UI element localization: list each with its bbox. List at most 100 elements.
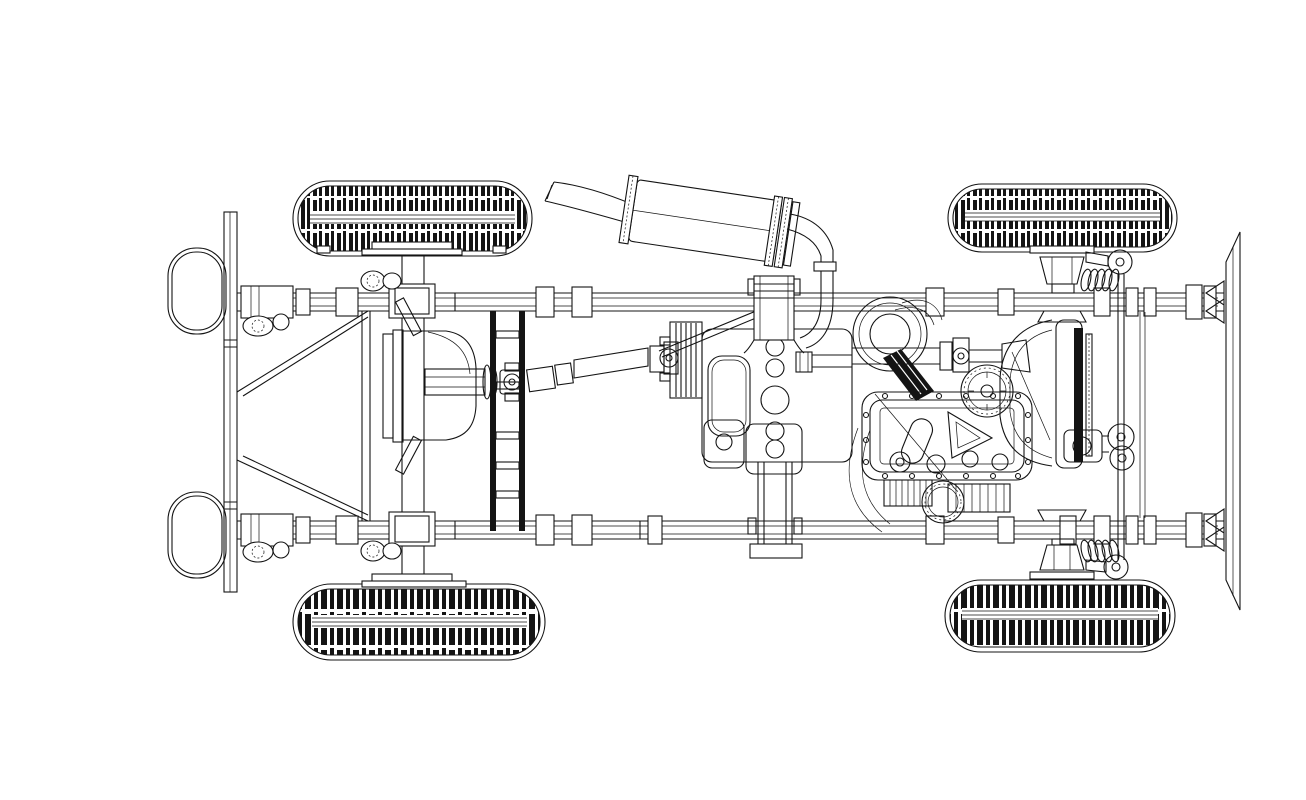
rear-bumper-plate xyxy=(1225,231,1241,611)
driveshaft-collar xyxy=(525,365,557,393)
engine-support-tab xyxy=(747,517,757,535)
engine-support-leg xyxy=(757,462,793,544)
manifold-port xyxy=(765,439,785,459)
trailing-arm xyxy=(1085,251,1109,267)
bushing-eye xyxy=(1115,257,1125,267)
rail-collar xyxy=(997,288,1015,316)
pan-bolt xyxy=(862,458,870,466)
air-cleaner-cap xyxy=(869,313,911,355)
u-joint-rear xyxy=(957,352,965,360)
rail-collar xyxy=(295,516,311,544)
timing-gear xyxy=(960,364,1014,418)
rear-axle-housing xyxy=(999,319,1053,467)
valve-cover xyxy=(707,355,751,437)
rail-collar xyxy=(335,287,359,317)
shackle-bolt-hatch xyxy=(366,274,380,288)
ladder-rung xyxy=(495,330,520,339)
rail-collar xyxy=(1125,515,1139,545)
coil-spring-coil xyxy=(1080,539,1092,563)
ladder-crossmember-bar xyxy=(519,311,525,531)
shaft-flange xyxy=(482,364,492,400)
u-joint-cap xyxy=(659,336,671,346)
u-joint-engine xyxy=(665,354,673,362)
manifold-port xyxy=(765,337,785,357)
engine-support-tab xyxy=(793,517,803,535)
steering-boot xyxy=(883,349,934,401)
u-joint-rear xyxy=(952,337,970,373)
ladder-rung xyxy=(495,490,520,499)
u-joint-cap xyxy=(504,392,520,402)
pan-rib-lines xyxy=(889,480,927,506)
engine-block xyxy=(701,328,853,463)
pan-bolt xyxy=(962,472,970,480)
spring-shackle-nut xyxy=(242,541,274,563)
rear-axle-brace xyxy=(1011,351,1051,441)
rail-collar xyxy=(925,515,945,545)
drawing-shapes xyxy=(167,174,1241,661)
link-bracket-hole xyxy=(1072,436,1092,456)
hub-plate-rear-bottom xyxy=(1029,571,1095,580)
valve-cover-inner xyxy=(711,359,747,433)
u-joint-cap xyxy=(504,362,520,372)
frame-end-bracket-lines xyxy=(250,286,260,318)
brake-drum-band xyxy=(1074,328,1083,462)
tailpipe xyxy=(544,181,635,224)
rail-crush-rib xyxy=(1185,512,1203,548)
engine-mount-bracket xyxy=(703,419,745,469)
rear-hub-flare xyxy=(1037,509,1087,522)
coil-spring-coil xyxy=(1101,268,1113,292)
engine-output-shaft xyxy=(812,354,852,368)
u-joint-front xyxy=(503,373,521,391)
ladder-rung xyxy=(495,431,520,440)
rail-ticks xyxy=(454,293,641,539)
rail-collar xyxy=(571,286,593,318)
muffler-axis xyxy=(632,209,778,233)
frame-end-bracket xyxy=(240,513,294,547)
shock-rods xyxy=(1117,274,1125,560)
coil-spring-coil xyxy=(1101,539,1113,563)
bushing-eye xyxy=(1111,562,1121,572)
pan-drain xyxy=(889,451,911,473)
frame-end-bracket xyxy=(240,285,294,319)
rail-collar xyxy=(335,515,359,545)
pan-bolt xyxy=(881,392,889,400)
pan-bolt xyxy=(1024,411,1032,419)
rail-collar xyxy=(997,516,1015,544)
frame-rail-top xyxy=(236,292,1224,312)
exhaust-downpipe-lines xyxy=(759,276,789,340)
pan-boss xyxy=(961,450,979,468)
manifold-port xyxy=(760,385,790,415)
oil-pan-floor xyxy=(879,407,1015,465)
exhaust-outlet-flange xyxy=(927,486,959,518)
bumper-guard-oval-inner xyxy=(171,495,223,575)
coil-spring-coil xyxy=(1094,539,1106,563)
rear-hub-lines xyxy=(1053,545,1071,570)
exhaust-outlet-flange xyxy=(921,480,965,524)
spring-shackle-nut-hatch xyxy=(251,545,265,559)
panhard-rods xyxy=(1139,312,1146,518)
shackle-bolt xyxy=(360,540,386,562)
coil-spring-coil xyxy=(1108,539,1120,563)
tire-rear-right-rib-lines xyxy=(962,610,1158,620)
exhaust-outlet-pipe xyxy=(786,213,834,300)
axle-clamp-plate xyxy=(388,511,436,547)
pan-boss xyxy=(991,453,1009,471)
downpipe-clamps xyxy=(754,283,794,299)
driveshaft-collar xyxy=(554,362,574,386)
tire-front-left-rib-band xyxy=(310,211,515,224)
coil-spring-coil xyxy=(1087,539,1099,563)
manifold-port xyxy=(765,358,785,378)
bushing-eye xyxy=(1107,423,1135,451)
front-v-brace xyxy=(236,310,371,522)
rail-collar xyxy=(1143,287,1157,317)
timing-gear-hub xyxy=(980,384,994,398)
tire-rear-left-top-rib-lines xyxy=(965,212,1160,222)
pan-bolt xyxy=(989,392,997,400)
exhaust-outlet-flange-ribs xyxy=(924,483,962,521)
spring-shackle-nut xyxy=(272,541,290,559)
downpipe-rib xyxy=(793,278,801,296)
pan-capsule-slot xyxy=(900,418,934,464)
exhaust-downpipe xyxy=(753,275,795,341)
